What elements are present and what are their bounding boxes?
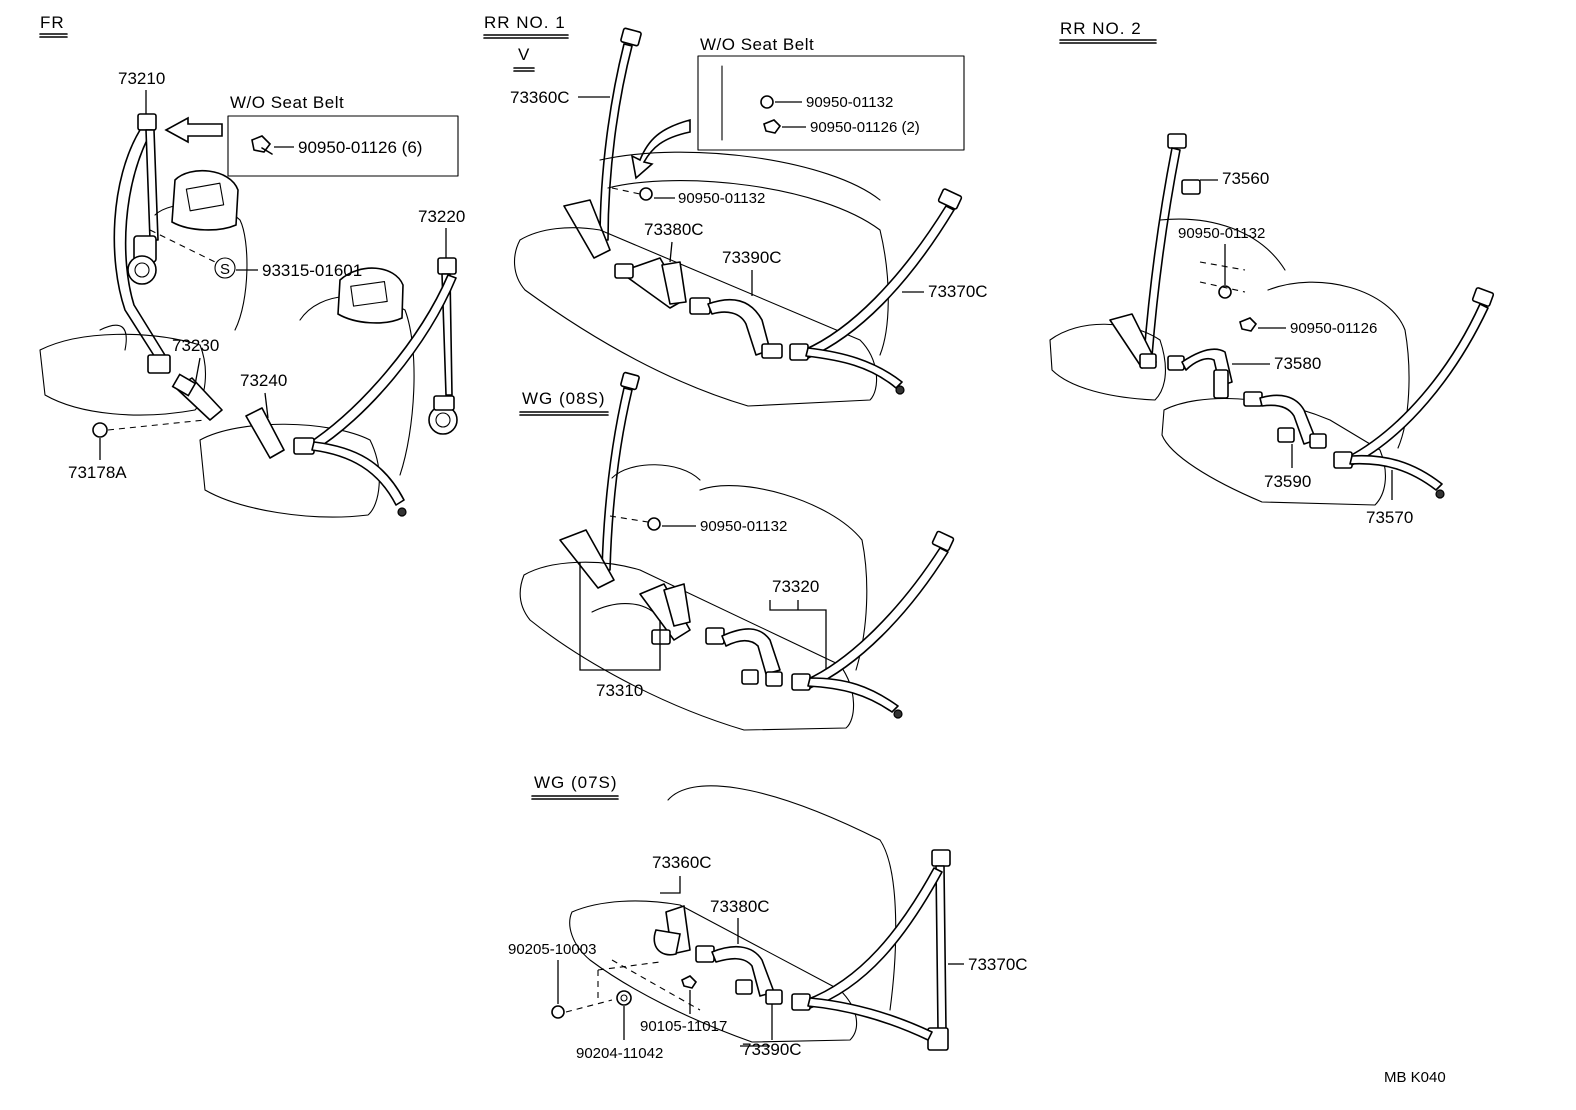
section-title-wg-07s: WG (07S): [534, 773, 618, 792]
rr1-seat-back: [607, 180, 889, 356]
part-73570: 73570: [1366, 508, 1413, 527]
section-fr: FR W/O Seat Belt 90950-01126 (6) 73210: [39, 13, 465, 518]
rr2-seat-cushion-rear: [1049, 323, 1166, 401]
arrow-left-icon: [164, 116, 223, 144]
wg08-seat-back-left: [611, 464, 701, 481]
part-73360C-wg07: 73360C: [652, 853, 712, 872]
wg08-seat-back-right: [699, 485, 868, 671]
fr-seat-right-cushion: [199, 423, 380, 518]
section-title-rr-no1: RR NO. 1: [484, 13, 566, 32]
part-73590: 73590: [1264, 472, 1311, 491]
part-90950-01126-fr: 90950-01126 (6): [298, 138, 422, 157]
part-90950-01126-rr2: 90950-01126: [1290, 320, 1377, 337]
fr-seat-right-back: [299, 295, 415, 476]
part-73178A: 73178A: [68, 463, 127, 482]
fr-seat-left-cushion: [39, 333, 206, 416]
section-rr-no1: RR NO. 1 V W/O Seat Belt 90950-01132 909…: [483, 13, 988, 407]
part-73370C-rr1: 73370C: [928, 282, 988, 301]
part-90204-11042: 90204-11042: [576, 1045, 663, 1062]
part-90950-01132-rr1: 90950-01132: [678, 190, 765, 207]
part-73380C-rr1: 73380C: [644, 220, 704, 239]
s-mark: S: [220, 261, 230, 278]
part-90950-01126-box: 90950-01126 (2): [810, 119, 920, 136]
section-title-fr: FR: [40, 13, 65, 32]
wo-seat-belt-title-fr: W/O Seat Belt: [230, 93, 344, 112]
part-73580: 73580: [1274, 354, 1321, 373]
part-73390C-wg07: 73390C: [742, 1040, 802, 1059]
diagram-code: MB K040: [1384, 1069, 1446, 1086]
part-73390C-rr1: 73390C: [722, 248, 782, 267]
section-title-wg-08s: WG (08S): [522, 389, 606, 408]
part-90105-11017: 90105-11017: [640, 1018, 727, 1035]
part-93315-01601: 93315-01601: [262, 261, 362, 280]
part-73360C-rr1: 73360C: [510, 88, 570, 107]
part-73380C-wg07: 73380C: [710, 897, 770, 916]
part-90950-01132-wg08: 90950-01132: [700, 518, 787, 535]
part-73210: 73210: [118, 69, 165, 88]
section-wg-08s: WG (08S) 90950-01132 73310 73320: [519, 371, 955, 731]
rr2-seat-back: [1159, 218, 1286, 271]
section-wg-07s: WG (07S) 73360C 73380C 73370C 90205-1000…: [508, 773, 1028, 1062]
wo-seat-belt-title-rr1: W/O Seat Belt: [700, 35, 814, 54]
bolt-icon: [251, 135, 273, 155]
part-73240: 73240: [240, 371, 287, 390]
section-subtitle-v: V: [518, 45, 530, 64]
bolt-icon: [763, 119, 782, 134]
curved-arrow-icon: [630, 118, 691, 180]
part-90950-01132-box: 90950-01132: [806, 94, 893, 111]
part-90205-10003: 90205-10003: [508, 941, 596, 958]
part-73320: 73320: [772, 577, 819, 596]
wg07-seat-cushion: [569, 900, 858, 1043]
part-73560: 73560: [1222, 169, 1269, 188]
wg07-seat-back: [667, 785, 897, 1011]
rr2-seat-cushion-front: [1161, 397, 1386, 506]
rr1-seat-cushion: [514, 227, 878, 407]
part-73230: 73230: [172, 336, 219, 355]
s-mark-icon: [214, 257, 236, 279]
section-title-rr-no2: RR NO. 2: [1060, 19, 1142, 38]
wg08-seat-cushion: [519, 561, 855, 731]
part-90950-01132-rr2: 90950-01132: [1178, 225, 1265, 242]
part-73310: 73310: [596, 681, 643, 700]
section-rr-no2: RR NO. 2 73560 90950-01132 90950-01126 7…: [1049, 19, 1495, 527]
part-73370C-wg07: 73370C: [968, 955, 1028, 974]
nut-icon: [760, 95, 774, 109]
part-73220: 73220: [418, 207, 465, 226]
